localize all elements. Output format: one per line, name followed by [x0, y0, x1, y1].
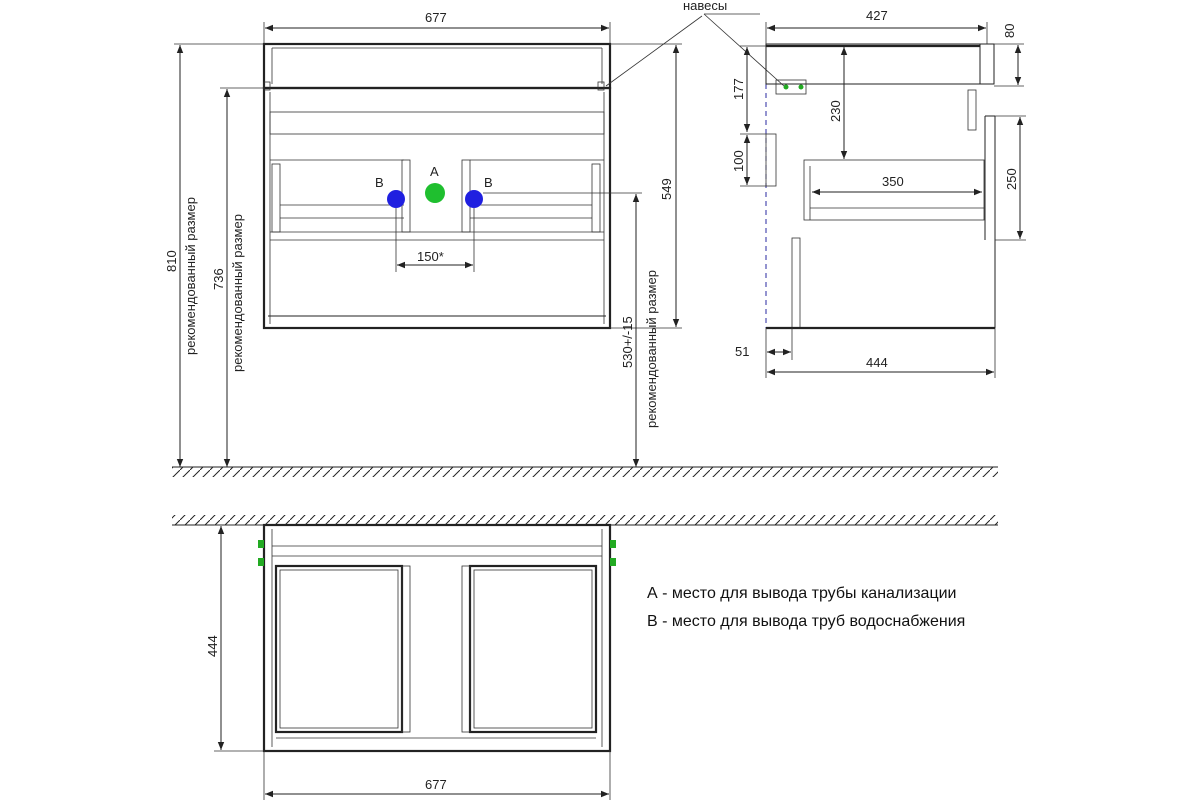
side-hanger-offset-dim: 177 [731, 78, 746, 100]
point-a-label: A [430, 164, 439, 179]
side-top-height-dim: 80 [1002, 24, 1017, 38]
front-countertop [262, 42, 612, 90]
side-countertop [765, 43, 981, 85]
body-height-dim: 549 [659, 178, 674, 200]
pipe-height-note: рекомендованный размер [644, 270, 659, 428]
floor-line [172, 466, 998, 477]
point-b-label-right: B [484, 175, 493, 190]
legend-b: В - место для вывода труб водоснабжения [647, 613, 965, 630]
point-a-marker [425, 183, 445, 203]
point-b-label-left: B [375, 175, 384, 190]
point-b-marker-left [387, 190, 405, 208]
total-height-dim: 810 [164, 250, 179, 272]
recommended-height-dim: 736 [211, 268, 226, 290]
side-wall-offset-dim: 51 [735, 344, 749, 359]
total-height-note: рекомендованный размер [183, 197, 198, 355]
top-cabinet-outline [262, 523, 612, 753]
side-drawer-height-dim: 250 [1004, 168, 1019, 190]
hangers-label: навесы [683, 0, 727, 13]
front-width-dim: 677 [425, 10, 447, 25]
pipe-height-dim: 530+/-15 [620, 316, 635, 368]
point-b-marker-right [465, 190, 483, 208]
legend: А - место для вывода трубы канализации В… [647, 585, 965, 630]
side-depth-top-dim: 427 [866, 8, 888, 23]
side-view: 427 80 177 100 230 350 250 51 [731, 8, 1026, 378]
front-view: A B B 150* 677 810 рекомендованный разме… [164, 0, 785, 467]
side-drawer-depth-dim: 350 [882, 174, 904, 189]
top-depth-dim: 444 [205, 635, 220, 657]
front-cabinet-body [262, 86, 612, 330]
top-width-dim: 677 [425, 777, 447, 792]
side-handle-height-dim: 100 [731, 150, 746, 172]
recommended-height-note: рекомендованный размер [230, 214, 245, 372]
side-drawer-offset-dim: 230 [828, 100, 843, 122]
top-view: 444 677 [172, 515, 998, 800]
side-depth-bottom-dim: 444 [866, 355, 888, 370]
pipe-spacing-dim: 150* [417, 249, 444, 264]
legend-a: А - место для вывода трубы канализации [647, 585, 956, 602]
